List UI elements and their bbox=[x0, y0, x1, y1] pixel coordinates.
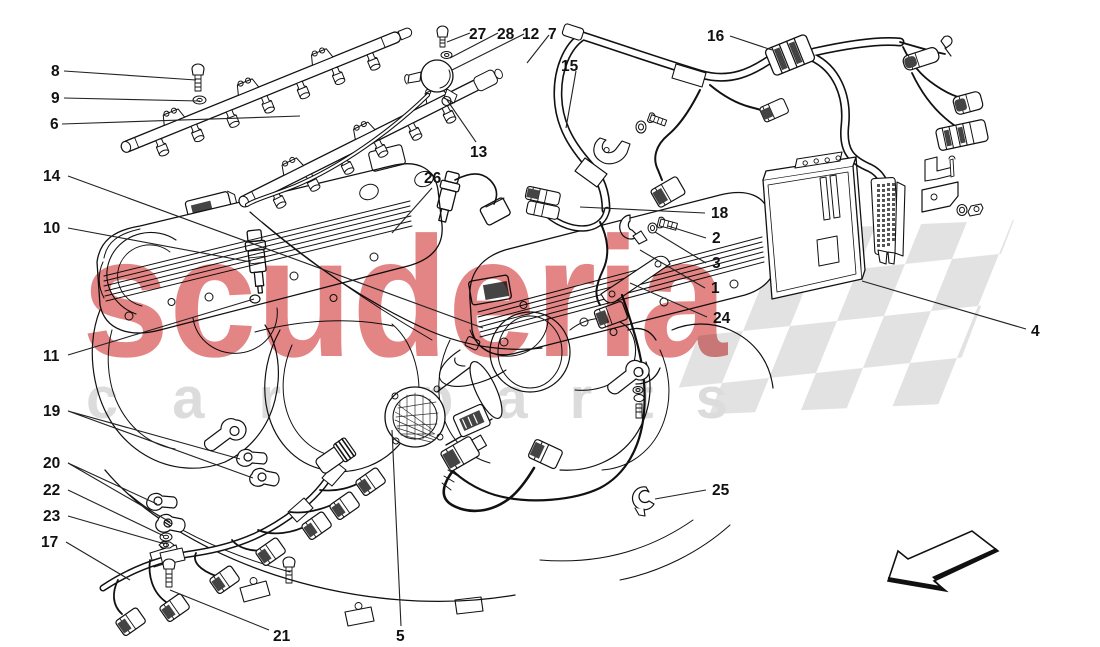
svg-text:5: 5 bbox=[396, 628, 405, 645]
svg-text:16: 16 bbox=[707, 28, 725, 45]
svg-text:6: 6 bbox=[50, 116, 59, 133]
svg-text:22: 22 bbox=[43, 482, 60, 499]
svg-text:17: 17 bbox=[41, 534, 58, 551]
svg-text:15: 15 bbox=[561, 58, 579, 75]
svg-text:scuderia: scuderia bbox=[82, 202, 729, 393]
svg-text:9: 9 bbox=[51, 90, 60, 107]
svg-text:11: 11 bbox=[43, 348, 60, 365]
svg-text:14: 14 bbox=[43, 168, 61, 185]
svg-text:21: 21 bbox=[273, 628, 291, 645]
svg-text:19: 19 bbox=[43, 403, 61, 420]
svg-text:25: 25 bbox=[712, 482, 730, 499]
svg-text:24: 24 bbox=[713, 310, 731, 327]
svg-text:2: 2 bbox=[712, 230, 721, 247]
svg-text:27: 27 bbox=[469, 26, 486, 43]
svg-text:10: 10 bbox=[43, 220, 60, 237]
svg-text:13: 13 bbox=[470, 144, 488, 161]
svg-text:1: 1 bbox=[711, 280, 720, 297]
svg-text:28: 28 bbox=[497, 26, 515, 43]
svg-text:8: 8 bbox=[51, 63, 60, 80]
svg-text:26: 26 bbox=[424, 170, 442, 187]
svg-text:12: 12 bbox=[522, 26, 539, 43]
svg-text:car: car bbox=[86, 366, 335, 431]
svg-text:7: 7 bbox=[548, 26, 557, 43]
svg-text:23: 23 bbox=[43, 508, 61, 525]
svg-text:4: 4 bbox=[1031, 323, 1040, 340]
svg-text:18: 18 bbox=[711, 205, 729, 222]
svg-text:3: 3 bbox=[712, 255, 721, 272]
svg-text:20: 20 bbox=[43, 455, 60, 472]
